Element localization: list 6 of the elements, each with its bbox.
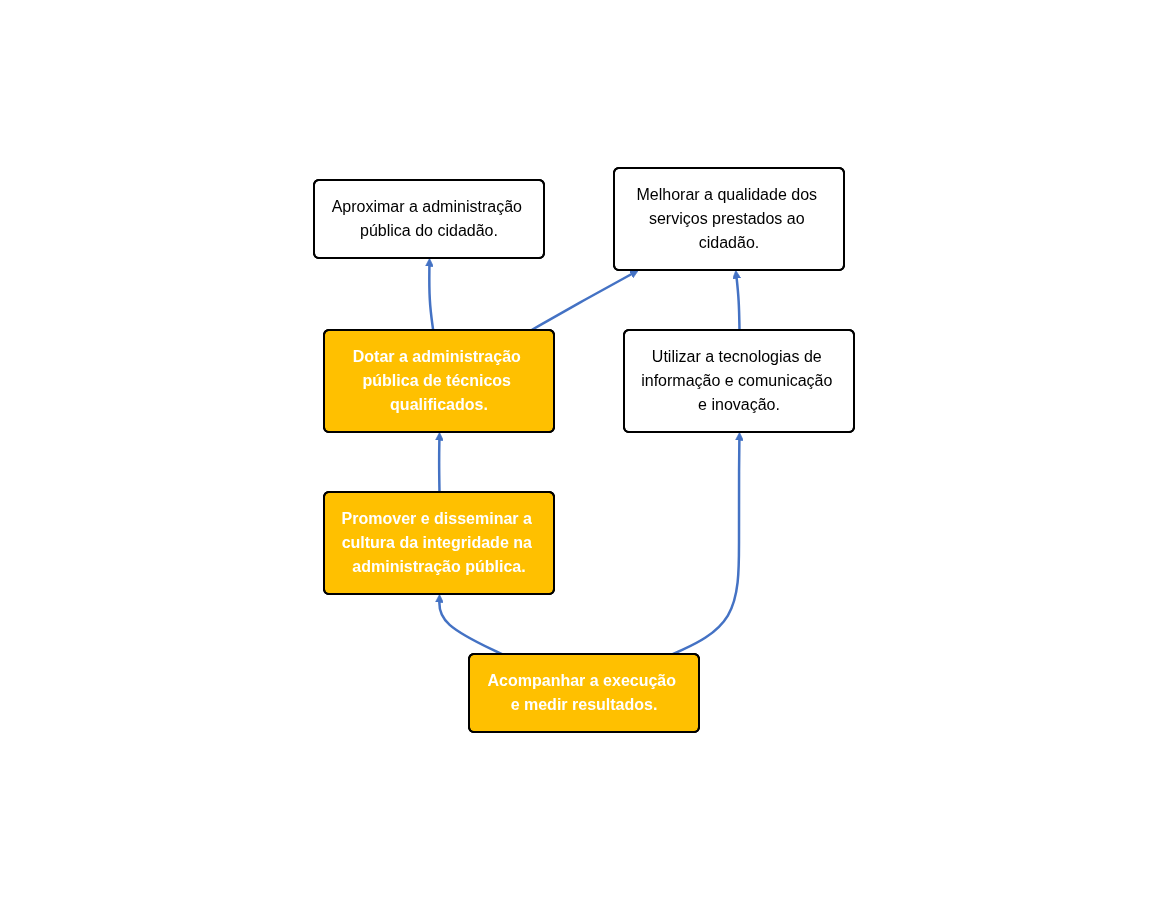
- arrow: [424, 257, 434, 331]
- node-text: Melhorar a qualidade dos serviços prestados ao cidadão.: [635, 185, 817, 251]
- node-text: Aproximar a administração pública do cidadão.: [331, 197, 522, 239]
- arrow: [434, 431, 444, 493]
- node-text: Utilizar a tecnologias de informação e comunicação e inovação.: [640, 347, 832, 413]
- arrow: [731, 269, 741, 331]
